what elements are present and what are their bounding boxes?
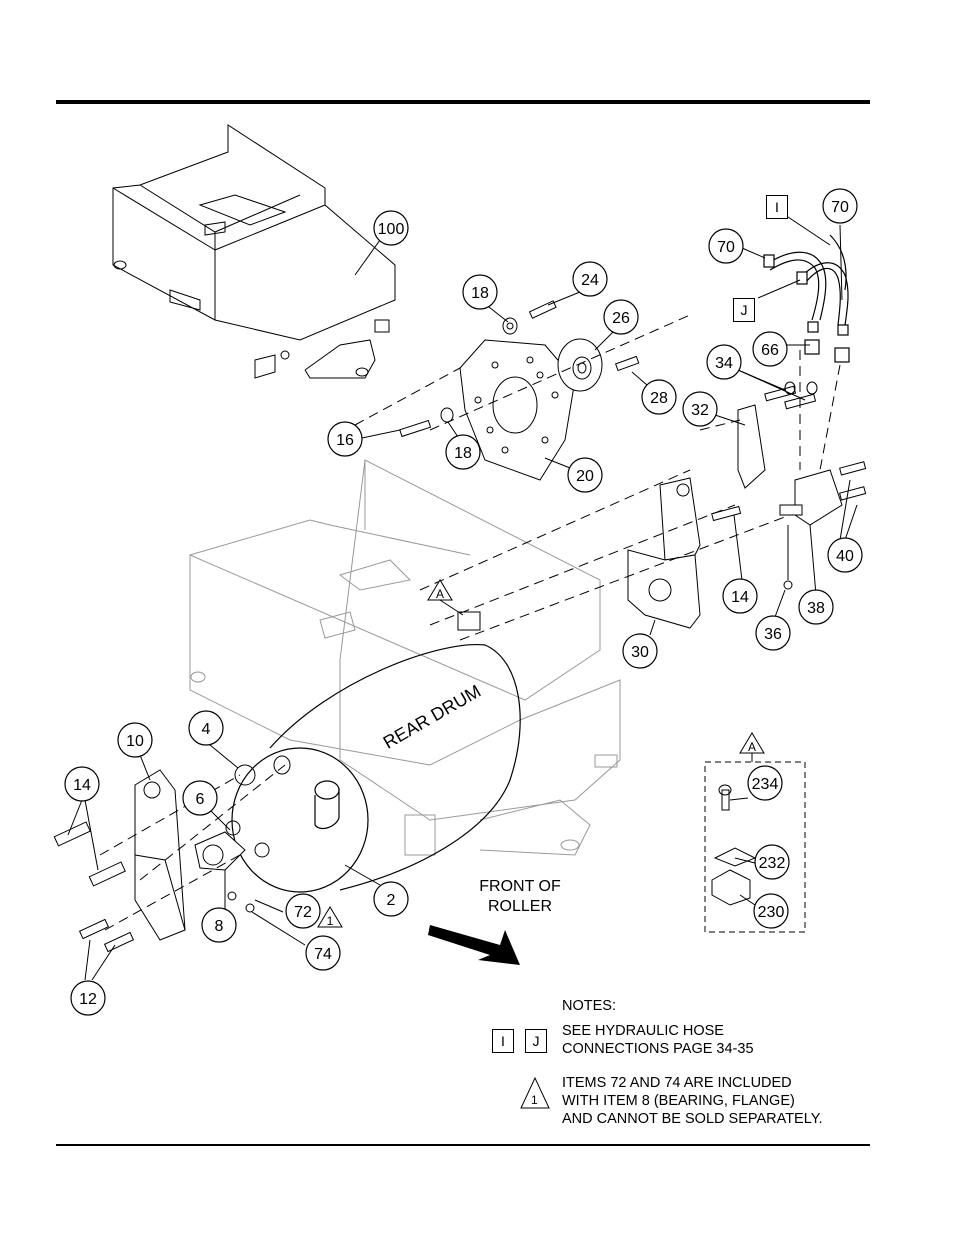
callout-number: 34 (715, 355, 733, 372)
callout-number: 66 (761, 342, 779, 359)
frame-upper-part (113, 125, 395, 378)
callout-20: 20 (568, 458, 602, 492)
callout-14: 14 (65, 767, 99, 801)
callout-6: 6 (183, 781, 217, 815)
front-of-roller-line1: FRONT OF (479, 878, 561, 895)
triangle-1-label: 1 (327, 914, 334, 928)
hose-label-j: J (733, 298, 755, 322)
callout-100: 100 (374, 211, 408, 245)
callout-number: 8 (215, 918, 224, 935)
callout-number: 72 (294, 904, 312, 921)
rear-drum-label: REAR DRUM (380, 681, 484, 753)
bottom-rule (56, 1144, 870, 1146)
rear-drum (232, 645, 520, 892)
callout-number: 24 (581, 272, 599, 289)
callout-18: 18 (463, 275, 497, 309)
callout-number: 38 (807, 600, 825, 617)
callout-number: 30 (631, 644, 649, 661)
notes-heading: NOTES: (562, 997, 882, 1015)
callout-232: 232 (755, 845, 789, 879)
note1-line2: CONNECTIONS PAGE 34-35 (562, 1040, 882, 1058)
callout-14: 14 (723, 579, 757, 613)
callout-8: 8 (202, 908, 236, 942)
callout-number: 32 (691, 402, 709, 419)
callout-number: 18 (454, 445, 472, 462)
callout-number: 70 (831, 199, 849, 216)
callout-number: 4 (202, 721, 211, 738)
detail-a-top-label: A (436, 587, 444, 601)
callout-number: 16 (336, 432, 354, 449)
callout-36: 36 (756, 616, 790, 650)
callout-number: 26 (612, 310, 630, 327)
hose-label-i: I (766, 195, 788, 219)
callout-number: 100 (378, 221, 405, 238)
callout-28: 28 (642, 380, 676, 414)
callout-30: 30 (623, 634, 657, 668)
svg-labels: A A 1 REAR DRUM FRONT OF ROLLER (327, 587, 756, 928)
detail-a-side-label: A (748, 740, 756, 754)
callout-number: 230 (758, 904, 785, 921)
callout-230: 230 (754, 894, 788, 928)
callout-number: 14 (731, 589, 749, 606)
note-hose-connections: SEE HYDRAULIC HOSE CONNECTIONS PAGE 34-3… (562, 1022, 882, 1058)
callout-12: 12 (71, 981, 105, 1015)
notes-block: NOTES: (562, 997, 882, 1015)
top-rule (56, 100, 870, 104)
notes-box-j: J (525, 1029, 547, 1053)
callout-number: 2 (387, 892, 396, 909)
front-of-roller-line2: ROLLER (488, 898, 552, 915)
callout-number: 28 (650, 390, 668, 407)
notes-box-i: I (492, 1029, 514, 1053)
callout-number: 74 (314, 946, 332, 963)
callout-74: 74 (306, 936, 340, 970)
callout-number: 40 (836, 548, 854, 565)
callout-70: 70 (823, 189, 857, 223)
callout-number: 234 (752, 776, 779, 793)
note2-line1: ITEMS 72 AND 74 ARE INCLUDED (562, 1074, 892, 1092)
front-direction-arrow (428, 925, 520, 965)
callout-number: 20 (576, 468, 594, 485)
callout-16: 16 (328, 422, 362, 456)
note-items-included: ITEMS 72 AND 74 ARE INCLUDED WITH ITEM 8… (562, 1074, 892, 1128)
callout-38: 38 (799, 590, 833, 624)
notes-triangle-number: 1 (531, 1091, 538, 1109)
callout-number: 14 (73, 777, 91, 794)
note1-line1: SEE HYDRAULIC HOSE (562, 1022, 882, 1040)
callout-number: 232 (759, 855, 786, 872)
callout-40: 40 (828, 538, 862, 572)
callout-4: 4 (189, 711, 223, 745)
callout-234: 234 (748, 766, 782, 800)
callout-number: 18 (471, 285, 489, 302)
note2-line2: WITH ITEM 8 (BEARING, FLANGE) (562, 1092, 892, 1110)
callout-10: 10 (118, 723, 152, 757)
callout-66: 66 (753, 332, 787, 366)
callout-2: 2 (374, 882, 408, 916)
callout-number: 36 (764, 626, 782, 643)
callout-34: 34 (707, 345, 741, 379)
callout-32: 32 (683, 392, 717, 426)
note2-line3: AND CANNOT BE SOLD SEPARATELY. (562, 1110, 892, 1128)
callout-number: 70 (717, 239, 735, 256)
callout-number: 10 (126, 733, 144, 750)
callout-number: 12 (79, 991, 97, 1008)
callout-72: 72 (286, 894, 320, 928)
callout-24: 24 (573, 262, 607, 296)
callout-number: 6 (196, 791, 205, 808)
callout-18: 18 (446, 435, 480, 469)
callout-70: 70 (709, 229, 743, 263)
callout-26: 26 (604, 300, 638, 334)
